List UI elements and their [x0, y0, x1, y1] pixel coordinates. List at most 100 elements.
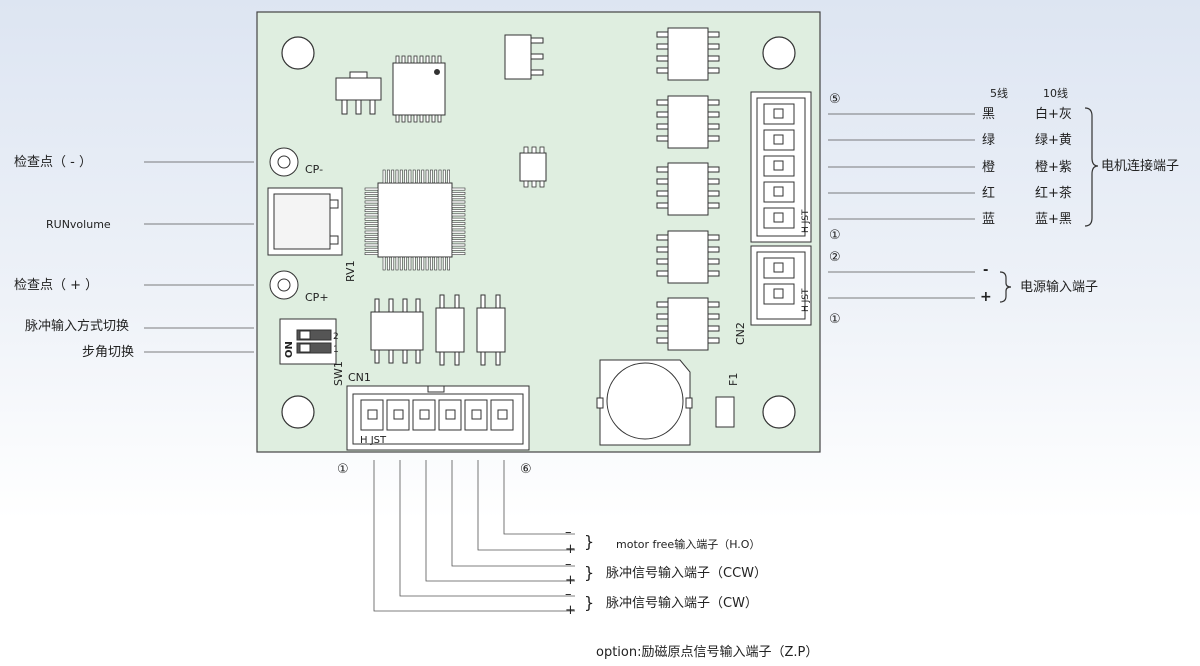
signal-pin-contact — [419, 409, 430, 420]
qfp-pin — [451, 226, 466, 230]
power-jst-label: H JST — [801, 288, 811, 312]
qfp-pin — [451, 230, 466, 234]
qfp-pin — [451, 200, 466, 204]
cn1-pin-first: ① — [337, 462, 349, 477]
signal-pin-contact — [471, 409, 482, 420]
signal-item-cw: 脉冲信号输入端子（CW） — [606, 596, 758, 611]
signal-minus: – — [565, 587, 572, 602]
mosfet-pin — [656, 313, 669, 320]
mosfet-pin — [656, 31, 669, 38]
soic-pin — [413, 55, 418, 64]
wire10-row: 白+灰 — [1035, 107, 1072, 122]
small-chip-pin — [523, 146, 529, 154]
mosfet-pin — [707, 166, 720, 173]
power-brace — [999, 271, 1012, 303]
qfp-pin — [451, 213, 466, 217]
check-point-plus — [269, 270, 299, 300]
sw-on-label: ON — [284, 341, 295, 358]
regulator — [504, 34, 544, 80]
check-point-minus — [269, 147, 299, 177]
qfp-pin — [429, 169, 433, 184]
mosfet-pin — [656, 270, 669, 277]
mosfet-pin — [656, 178, 669, 185]
fuse-f1 — [715, 396, 735, 428]
mosfet-pin — [707, 135, 720, 142]
qfp-pin — [451, 209, 466, 213]
soic-pin — [437, 114, 442, 123]
ic-6pin-a — [435, 294, 465, 366]
qfp-pin — [364, 200, 379, 204]
soic-pin — [407, 114, 412, 123]
mosfet-pin — [707, 234, 720, 241]
check-point-plus-label: 检查点（ + ） — [14, 278, 99, 293]
signal-plus: + — [565, 573, 576, 588]
wire5-row: 红 — [982, 186, 996, 201]
wire10-row: 红+茶 — [1035, 186, 1072, 201]
mosfet-pin — [707, 43, 720, 50]
qfp-pin — [399, 256, 403, 271]
soic-chip-top — [392, 62, 446, 116]
mosfet-pin — [707, 31, 720, 38]
sw1-label: SW1 — [332, 361, 345, 386]
qfp-pin — [434, 169, 438, 184]
signal-pin-contact — [367, 409, 378, 420]
ic-6pin-b — [476, 294, 506, 366]
motor-pin-contact — [773, 108, 784, 119]
wire5-row: 蓝 — [982, 212, 996, 227]
mosfet-pin — [656, 55, 669, 62]
qfp-pin — [412, 169, 416, 184]
mosfet — [667, 162, 709, 216]
soic-pin — [401, 114, 406, 123]
power-minus: - — [983, 263, 989, 278]
motor-pin-contact — [773, 160, 784, 171]
pulse-mode-switch-label: 脉冲输入方式切换 — [25, 319, 130, 334]
cpu-qfp — [377, 182, 453, 258]
signal-plus: + — [565, 542, 576, 557]
qfp-pin — [391, 169, 395, 184]
qfp-pin — [386, 169, 390, 184]
motor-pin-top: ⑤ — [829, 92, 841, 107]
qfp-pin — [364, 252, 379, 256]
soic-pin — [419, 55, 424, 64]
mosfet-pin — [656, 246, 669, 253]
soic-pin — [413, 114, 418, 123]
wire10-row: 橙+紫 — [1035, 160, 1072, 175]
small-chip-pin — [531, 180, 537, 188]
qfp-pin — [442, 169, 446, 184]
qfp-pin — [395, 169, 399, 184]
mosfet-pin — [707, 301, 720, 308]
left-leader-lines — [144, 161, 254, 353]
qfp-pin — [364, 243, 379, 247]
option-label: option:励磁原点信号输入端子（Z.P） — [596, 645, 819, 660]
signal-plus: + — [565, 603, 576, 618]
sw-1-label: 1 — [333, 345, 339, 355]
f1-label: F1 — [727, 373, 740, 386]
qfp-pin — [451, 204, 466, 208]
soic-pin — [395, 114, 400, 123]
dip-switch — [279, 318, 337, 365]
qfp-pin — [364, 217, 379, 221]
cn1-jst-label: H JST — [360, 435, 387, 446]
mosfet-pin — [656, 258, 669, 265]
small-chip-pin — [531, 146, 537, 154]
qfp-pin — [386, 256, 390, 271]
qfp-pin — [364, 247, 379, 251]
mosfet — [667, 27, 709, 81]
motor-terminal-label: 电机连接端子 — [1101, 159, 1180, 174]
cn1-pin-last: ⑥ — [520, 462, 532, 477]
soic-pin — [419, 114, 424, 123]
mosfet-pin — [707, 313, 720, 320]
qfp-pin — [408, 169, 412, 184]
motor-pin-contact — [773, 212, 784, 223]
mosfet-pin — [707, 325, 720, 332]
mounting-holes — [281, 36, 796, 429]
qfp-pin — [451, 217, 466, 221]
soic-pin — [395, 55, 400, 64]
motor-pin-bottom: ① — [829, 228, 841, 243]
mosfet-pin — [707, 258, 720, 265]
soic-pin — [431, 55, 436, 64]
run-volume-label: RUNvolume — [46, 218, 111, 231]
mosfet-pin — [656, 123, 669, 130]
mosfet-pin — [707, 111, 720, 118]
